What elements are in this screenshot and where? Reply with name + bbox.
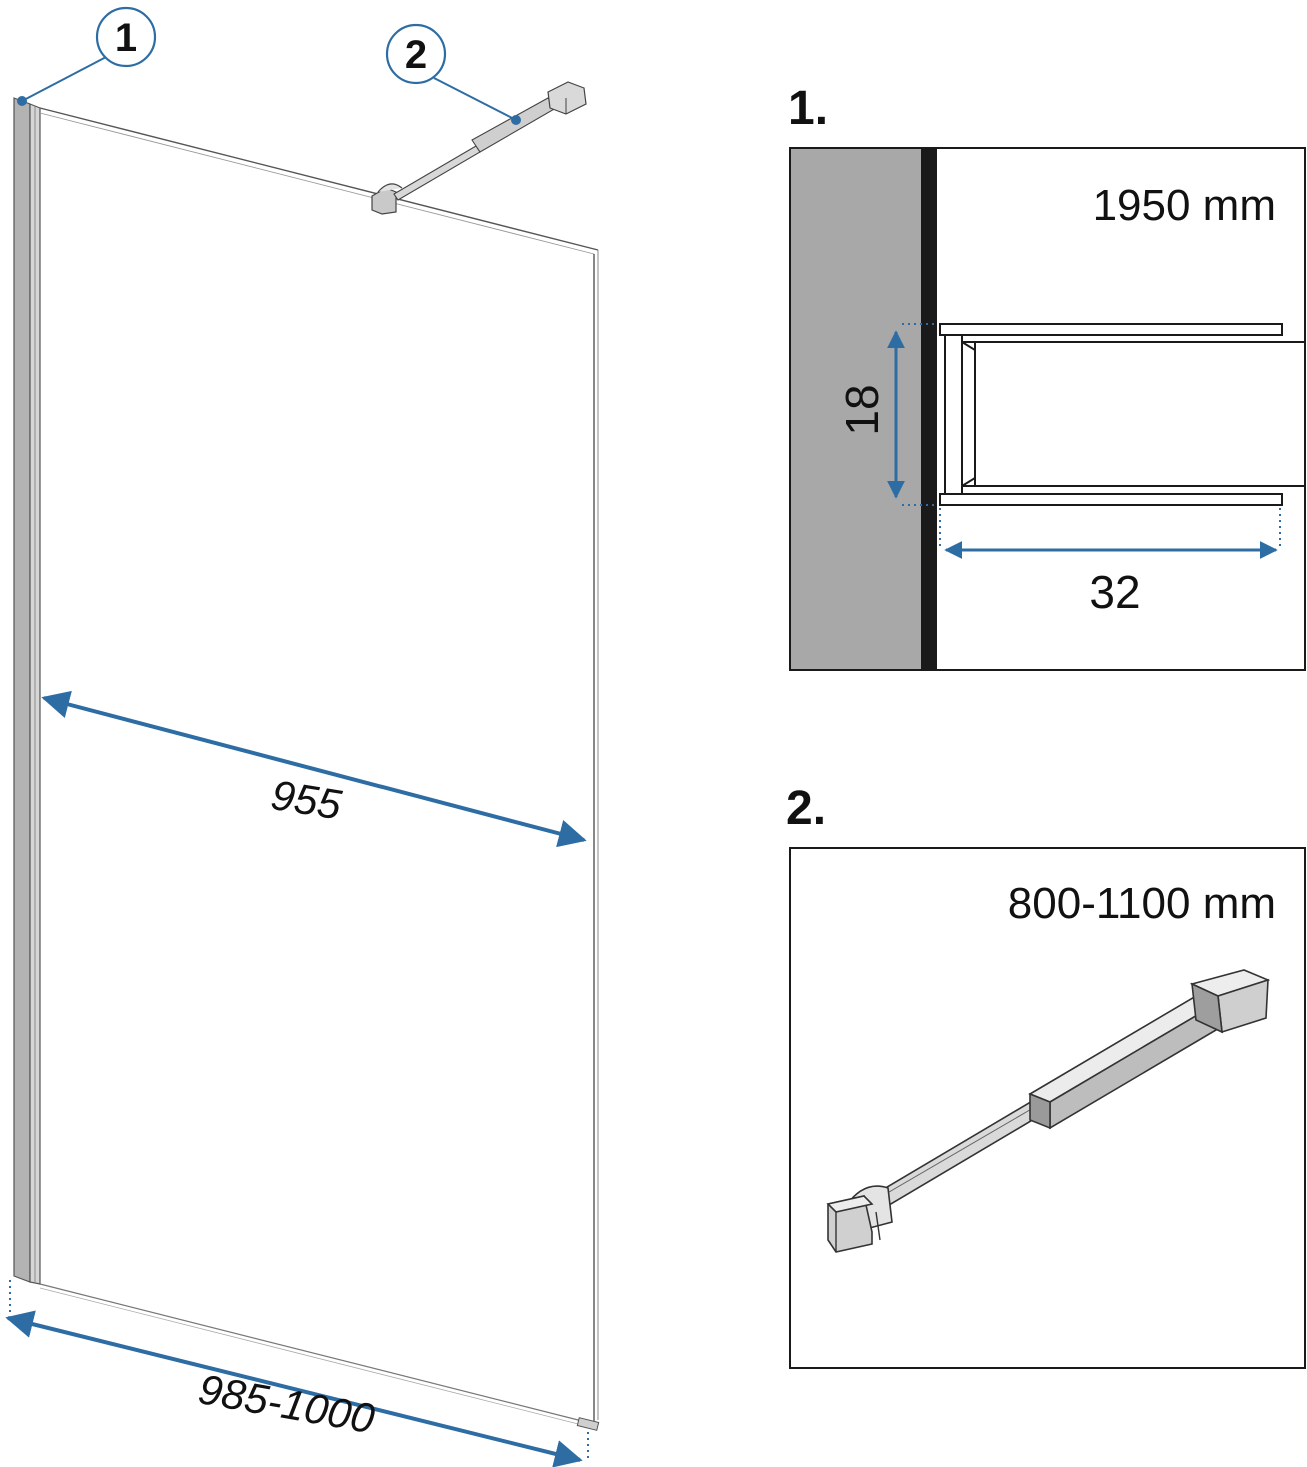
callout-1: 1 [95, 6, 157, 68]
wall-profile [13, 97, 41, 1285]
detail-2: 2. 800-1100 mm [786, 782, 1306, 1369]
total-width-label: 985-1000 [195, 1365, 379, 1442]
callout-1-anchor [17, 96, 27, 106]
callout-2-anchor [511, 115, 521, 125]
detail-2-heading: 2. [786, 782, 826, 835]
glass-width-dimension: 955 [41, 690, 587, 848]
stabilizer-bar-mounted [371, 81, 587, 215]
detail-1-height-label: 1950 mm [1093, 181, 1276, 230]
detail-1: 1. 1950 mm 18 32 [788, 82, 1306, 671]
profile-height-label: 18 [836, 384, 888, 435]
glass-width-label: 955 [268, 771, 345, 828]
stabilizer-bar-detail [826, 969, 1271, 1253]
total-width-dimension: 985-1000 [5, 1280, 589, 1467]
callout-1-label: 1 [115, 16, 137, 60]
main-panel-view: 1 2 955 985-1000 [5, 6, 600, 1467]
detail-1-heading: 1. [788, 82, 828, 135]
profile-depth-dimension: 32 [939, 508, 1281, 618]
profile-height-dimension: 18 [836, 323, 938, 506]
callout-2-label: 2 [405, 33, 427, 77]
detail-1-wall-edge [921, 149, 937, 669]
detail-2-length-label: 800-1100 mm [1008, 879, 1276, 928]
callout-2: 2 [385, 23, 447, 85]
profile-depth-label: 32 [1089, 566, 1140, 618]
detail-1-profile-section [939, 323, 1305, 506]
